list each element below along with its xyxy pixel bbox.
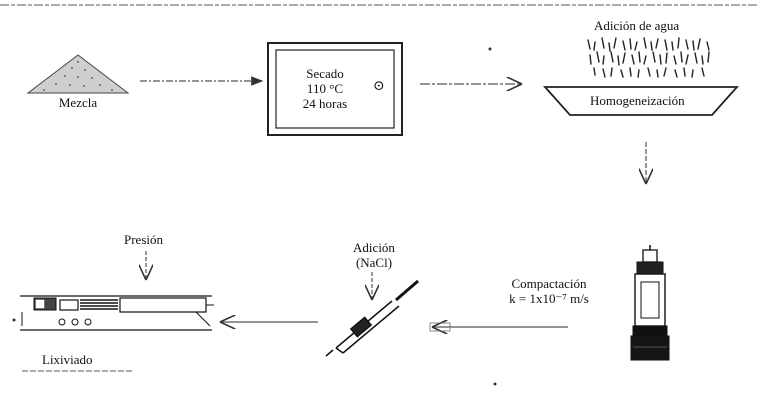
homogenization-tray-icon (542, 86, 740, 116)
permeameter-apparatus-icon (20, 295, 214, 331)
label-adicion-nacl: Adición (NaCl) (344, 240, 404, 270)
adicion-reagent: (NaCl) (355, 255, 393, 270)
water-drops-icon (587, 37, 710, 78)
label-presion: Presión (124, 232, 163, 247)
label-compactacion: Compactación k = 1x10⁻⁷ m/s (494, 276, 604, 306)
secado-title: Secado (306, 66, 344, 81)
secado-duration: 24 horas (302, 96, 348, 111)
syringe-icon (325, 279, 419, 357)
oven-dial-icon: ⊙ (373, 79, 385, 94)
label-mezcla: Mezcla (58, 95, 98, 110)
compactacion-title: Compactación (511, 276, 587, 291)
mixture-pile-icon (26, 54, 130, 94)
compactacion-permeability: k = 1x10⁻⁷ m/s (509, 291, 589, 306)
label-lixiviado: Lixiviado (42, 352, 93, 367)
label-adicion-agua: Adición de agua (594, 18, 680, 33)
drying-oven-icon (267, 42, 403, 136)
label-homogeneizacion: Homogeneización (590, 93, 685, 108)
secado-temperature: 110 °C (306, 81, 344, 96)
label-secado: Secado 110 °C 24 horas (288, 66, 362, 111)
adicion-title: Adición (353, 240, 395, 255)
compaction-mold-icon (630, 245, 670, 361)
